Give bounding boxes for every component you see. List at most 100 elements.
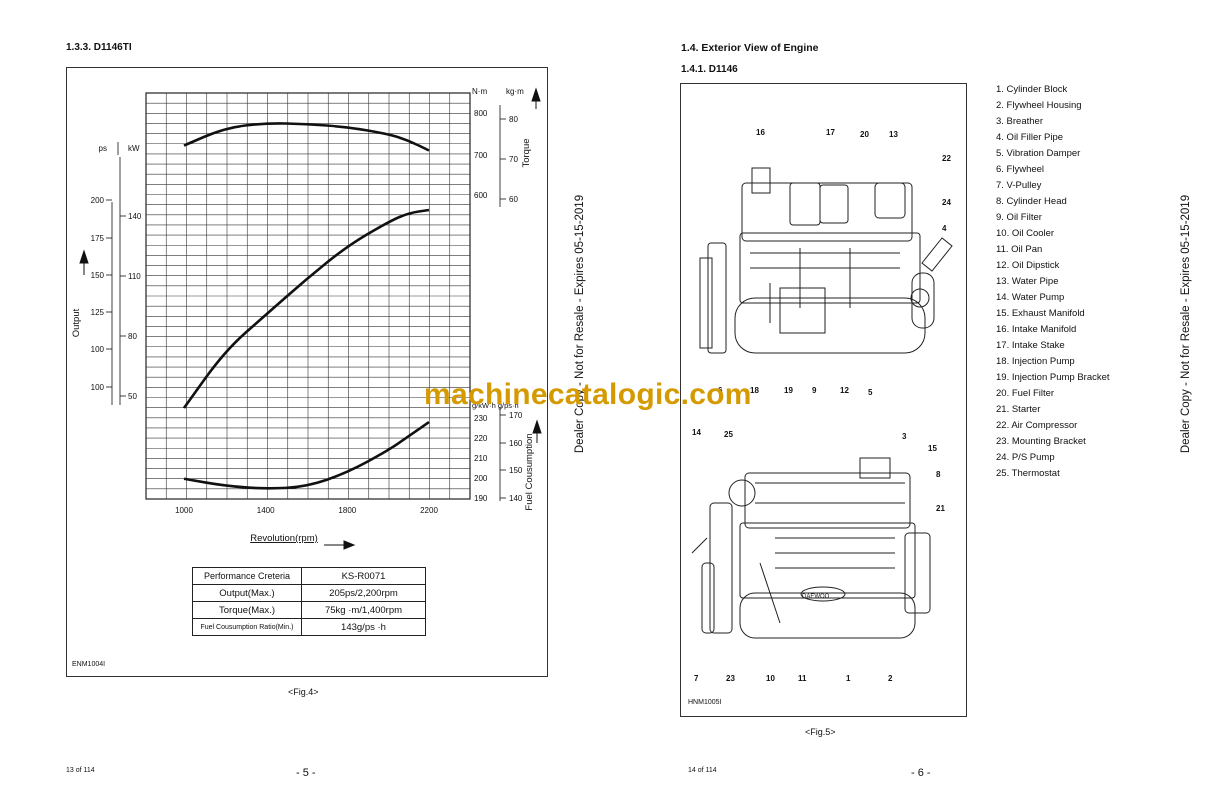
gkwh-tick-label: 200 <box>474 474 488 483</box>
right-heading: 1.4. Exterior View of Engine <box>681 42 819 54</box>
callout-label: 14 <box>692 428 701 437</box>
legend-item: 3. Breather <box>996 116 1043 127</box>
callout-label: 5 <box>868 388 873 397</box>
kgm-tick-label: 80 <box>509 115 518 124</box>
torque-axis-label: Torque <box>521 138 532 167</box>
nm-unit-label: N·m <box>472 87 487 96</box>
ps-tick-label: 200 <box>91 196 105 205</box>
gkwh-tick-label: 190 <box>474 494 488 503</box>
kw-tick-label: 50 <box>128 392 137 401</box>
legend-item: 25. Thermostat <box>996 468 1060 479</box>
watermark: machinecatalogic.com <box>424 378 752 411</box>
legend-item: 19. Injection Pump Bracket <box>996 372 1110 383</box>
x-tick-label: 1000 <box>175 506 193 515</box>
nm-tick-label: 600 <box>474 191 488 200</box>
legend-item: 20. Fuel Filter <box>996 388 1055 399</box>
left-side-note: Dealer Copy - Not for Resale - Expires 0… <box>574 194 586 454</box>
gpsh-tick-label: 150 <box>509 466 523 475</box>
curve-fuel-cousumption <box>183 420 430 490</box>
output-arrow <box>79 249 89 275</box>
table-cell: Torque(Max.) <box>192 601 302 619</box>
ps-tick-label: 100 <box>91 383 105 392</box>
legend-item: 17. Intake Stake <box>996 340 1065 351</box>
table-cell: Output(Max.) <box>192 584 302 602</box>
fig4-caption: <Fig.4> <box>288 687 319 697</box>
callout-label: 12 <box>840 386 849 395</box>
callout-label: 4 <box>942 224 947 233</box>
callout-label: 16 <box>756 128 765 137</box>
gkwh-tick-label: 210 <box>474 454 488 463</box>
callout-label: 25 <box>724 430 733 439</box>
table-cell: Performance Creteria <box>192 567 302 585</box>
left-page-number: - 5 - <box>296 767 316 779</box>
table-row: Performance Creteria KS-R0071 <box>192 567 426 585</box>
legend-item: 16. Intake Manifold <box>996 324 1077 335</box>
callout-label: 2 <box>888 674 893 683</box>
left-heading: 1.3.3. D1146TI <box>66 42 132 53</box>
curve-torque <box>183 122 430 152</box>
x-tick-label: 1400 <box>257 506 275 515</box>
ps-tick-label: 100 <box>91 345 105 354</box>
callout-label: 8 <box>936 470 941 479</box>
kgm-tick-label: 60 <box>509 195 518 204</box>
legend-item: 8. Cylinder Head <box>996 196 1067 207</box>
callout-label: 23 <box>726 674 735 683</box>
ps-unit-label: ps <box>99 144 107 153</box>
fig4-code: ENM1004I <box>72 661 106 668</box>
callout-label: 17 <box>826 128 835 137</box>
legend-item: 2. Flywheel Housing <box>996 100 1082 111</box>
legend-item: 24. P/S Pump <box>996 452 1055 463</box>
legend-item: 11. Oil Pan <box>996 244 1043 255</box>
legend-item: 18. Injection Pump <box>996 356 1075 367</box>
performance-table: Performance Creteria KS-R0071 Output(Max… <box>192 567 426 636</box>
nm-tick-label: 800 <box>474 109 488 118</box>
legend-item: 13. Water Pipe <box>996 276 1059 287</box>
callout-label: 3 <box>902 432 907 441</box>
table-cell: Fuel Cousumption Ratio(Min.) <box>192 618 302 636</box>
engine-bottom-view <box>691 457 931 639</box>
table-row: Torque(Max.) 75kg ·m/1,400rpm <box>192 601 426 619</box>
callout-label: 10 <box>766 674 775 683</box>
callout-label: 11 <box>798 674 807 683</box>
left-page-counter: 13 of 114 <box>66 767 95 774</box>
gpsh-tick-label: 140 <box>509 494 523 503</box>
right-subheading: 1.4.1. D1146 <box>681 64 738 75</box>
fuel-unit-label: g/kW·h g/ps·h <box>472 401 519 410</box>
legend-item: 4. Oil Filler Pipe <box>996 132 1064 143</box>
x-axis-arrow <box>324 540 356 550</box>
legend-item: 12. Oil Dipstick <box>996 260 1060 271</box>
fig4-frame <box>66 67 548 677</box>
right-side-note: Dealer Copy - Not for Resale - Expires 0… <box>1180 194 1192 454</box>
callout-label: 21 <box>936 504 945 513</box>
callout-label: 1 <box>846 674 851 683</box>
gkwh-tick-label: 230 <box>474 414 488 423</box>
table-cell: 143g/ps ·h <box>301 618 426 636</box>
kw-tick-label: 140 <box>128 212 142 221</box>
legend-item: 15. Exhaust Manifold <box>996 308 1085 319</box>
legend-item: 22. Air Compressor <box>996 420 1078 431</box>
legend-item: 23. Mounting Bracket <box>996 436 1086 447</box>
brand-label: DAEWOO <box>802 594 830 600</box>
callout-label: 20 <box>860 130 869 139</box>
x-axis-label: Revolution(rpm) <box>250 533 318 544</box>
callout-label: 9 <box>812 386 817 395</box>
kw-tick-label: 80 <box>128 332 137 341</box>
legend-item: 7. V-Pulley <box>996 180 1042 191</box>
kgm-unit-label: kg·m <box>506 87 524 96</box>
table-row: Fuel Cousumption Ratio(Min.) 143g/ps ·h <box>192 618 426 636</box>
table-cell: 75kg ·m/1,400rpm <box>301 601 426 619</box>
table-cell: KS-R0071 <box>301 567 426 585</box>
ps-tick-label: 150 <box>91 271 105 280</box>
callout-label: 7 <box>694 674 699 683</box>
x-tick-label: 1800 <box>338 506 356 515</box>
legend-item: 14. Water Pump <box>996 292 1065 303</box>
legend-item: 5. Vibration Damper <box>996 148 1081 159</box>
fig5-code: HNM1005I <box>688 699 722 706</box>
legend-item: 9. Oil Filter <box>996 212 1042 223</box>
gpsh-tick-label: 170 <box>509 411 523 420</box>
fig5-caption: <Fig.5> <box>805 727 836 737</box>
output-axis-label: Output <box>71 308 82 337</box>
kw-unit-label: kW <box>128 144 140 153</box>
